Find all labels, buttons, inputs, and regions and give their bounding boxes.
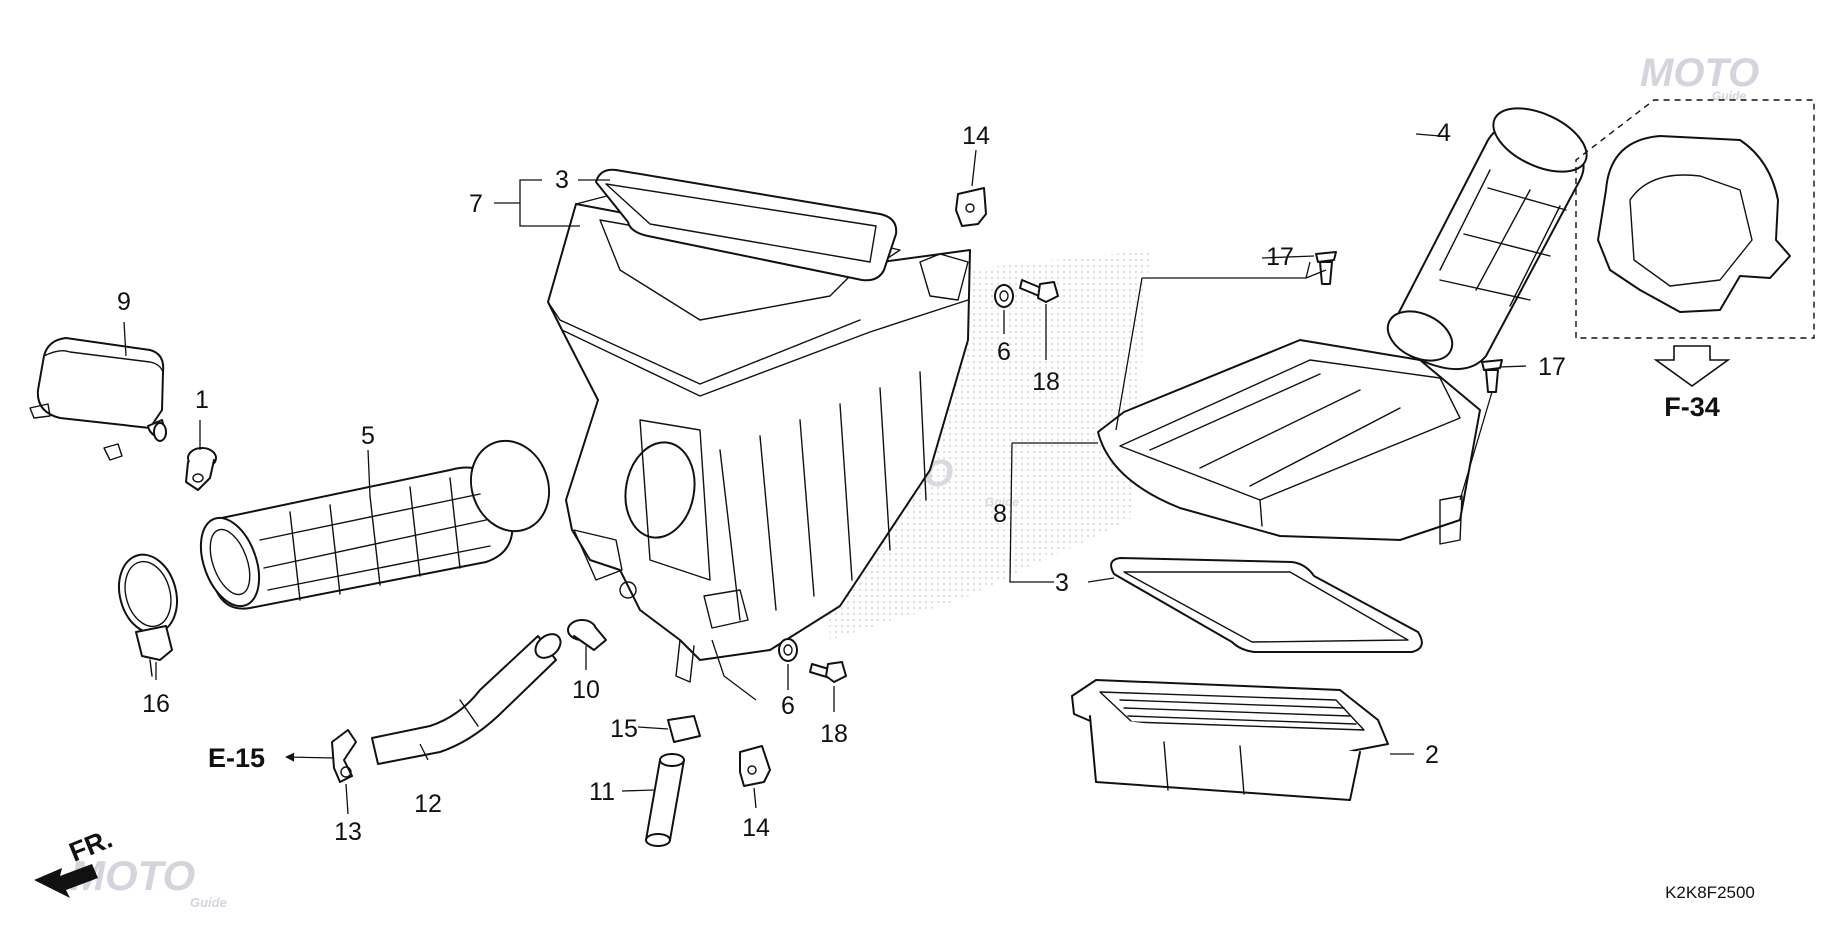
- front-direction-arrow-icon: [34, 864, 98, 898]
- watermark-bottom-left: MOTO Guide: [70, 852, 227, 910]
- part-3-gasket-upper: [595, 168, 898, 282]
- leader-lines: [123, 133, 1527, 815]
- callout-11: 11: [589, 778, 615, 806]
- part-6-collar-lower: [778, 638, 798, 662]
- part-9-resonator: [29, 337, 167, 461]
- callout-2: 2: [1425, 741, 1439, 769]
- part-17-screw-upper: [1315, 251, 1337, 285]
- reference-label-f34: F-34: [1664, 392, 1720, 422]
- diagram-code: K2K8F2500: [1665, 883, 1755, 902]
- callout-5: 5: [361, 422, 375, 450]
- callout-17-upper: 17: [1266, 243, 1294, 271]
- callout-17-lower: 17: [1538, 353, 1566, 381]
- callout-6-lower: 6: [781, 692, 795, 720]
- reference-arrow-left-icon: [285, 752, 335, 762]
- callout-6-upper: 6: [997, 338, 1011, 366]
- reference-label-e15: E-15: [208, 743, 265, 773]
- part-13-clip: [331, 729, 357, 783]
- part-14-clip-nut-upper: [955, 187, 987, 227]
- part-10-hose-clamp: [567, 619, 607, 651]
- callout-12: 12: [414, 790, 442, 818]
- callout-8: 8: [993, 500, 1007, 528]
- callout-16: 16: [142, 690, 170, 718]
- part-16-band-clamp: [118, 553, 178, 677]
- callout-7: 7: [469, 190, 483, 218]
- watermark-top-right: MOTO Guide: [1640, 51, 1759, 103]
- callout-9: 9: [117, 288, 131, 316]
- part-6-collar-upper: [994, 284, 1014, 308]
- part-18-bolt-lower: [809, 661, 847, 683]
- part-7-air-cleaner-case: [547, 189, 971, 683]
- part-15-small-clip: [667, 715, 701, 743]
- callout-4: 4: [1437, 119, 1451, 147]
- part-18-bolt-upper: [1019, 279, 1059, 303]
- callout-15: 15: [610, 715, 638, 743]
- reference-box-f34: [1575, 99, 1815, 339]
- callout-18-upper: 18: [1032, 368, 1060, 396]
- part-3-gasket-lower: [1110, 557, 1423, 653]
- part-8-air-cleaner-cover: [1097, 339, 1481, 545]
- part-12-drain-tube: [371, 633, 562, 765]
- svg-text:Guide: Guide: [1712, 89, 1746, 103]
- callout-13: 13: [334, 818, 362, 846]
- part-4-funnel-tube: [1386, 107, 1588, 371]
- part-5-intake-duct: [199, 439, 551, 610]
- svg-text:Guide: Guide: [190, 895, 227, 910]
- callout-10: 10: [572, 676, 600, 704]
- callout-18-lower: 18: [820, 720, 848, 748]
- callout-14-upper: 14: [962, 122, 990, 150]
- reference-arrow-down-icon: [1653, 345, 1731, 387]
- part-1-clamp: [185, 447, 217, 491]
- svg-text:MOTO: MOTO: [1640, 51, 1759, 95]
- callout-3-upper: 3: [555, 166, 569, 194]
- part-14-clip-nut-lower: [739, 745, 771, 787]
- callout-1: 1: [195, 386, 209, 414]
- part-2-air-filter-element: [1071, 679, 1389, 801]
- callout-14-lower: 14: [742, 814, 770, 842]
- part-17-screw-lower: [1481, 359, 1503, 393]
- callout-3-lower: 3: [1055, 569, 1069, 597]
- part-11-tube: [645, 753, 685, 847]
